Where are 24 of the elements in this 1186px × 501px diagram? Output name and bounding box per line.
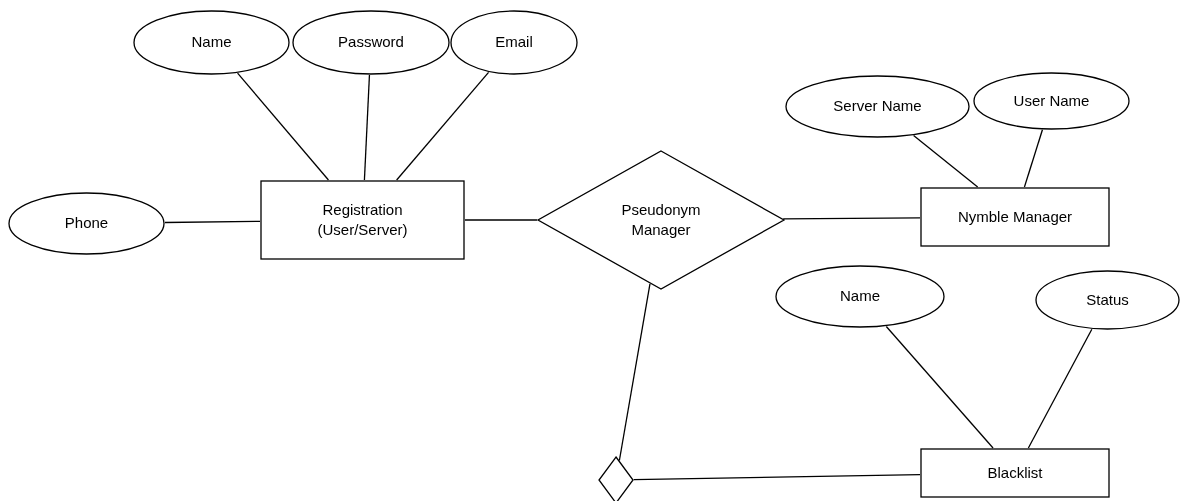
connector-line: [782, 217, 921, 220]
connector-line: [1023, 129, 1044, 188]
connector-line: [236, 72, 330, 181]
entity-label: Blacklist: [987, 462, 1043, 483]
attribute-label: Password: [338, 32, 404, 53]
connector-line: [164, 220, 261, 224]
entity-label: Registration (User/Server): [316, 199, 409, 240]
attribute-label: Name: [840, 286, 880, 307]
attribute-label: Status: [1086, 289, 1129, 310]
connector-line: [885, 325, 994, 449]
connector-line: [1027, 328, 1093, 449]
attribute-label: Name: [191, 32, 232, 53]
attribute-label: Email: [495, 32, 533, 53]
connector-line: [912, 134, 979, 188]
connector-line: [464, 219, 538, 221]
connector-line: [363, 74, 371, 181]
attribute-label: Server Name: [833, 96, 922, 117]
connector-line: [396, 71, 490, 181]
connector-line: [618, 283, 651, 462]
entity-label: Nymble Manager: [957, 206, 1073, 227]
attribute-label: User Name: [1013, 90, 1090, 111]
connector-line: [633, 474, 921, 481]
relationship-label: Pseudonym Manager: [620, 199, 702, 240]
attribute-label: Phone: [64, 213, 109, 234]
